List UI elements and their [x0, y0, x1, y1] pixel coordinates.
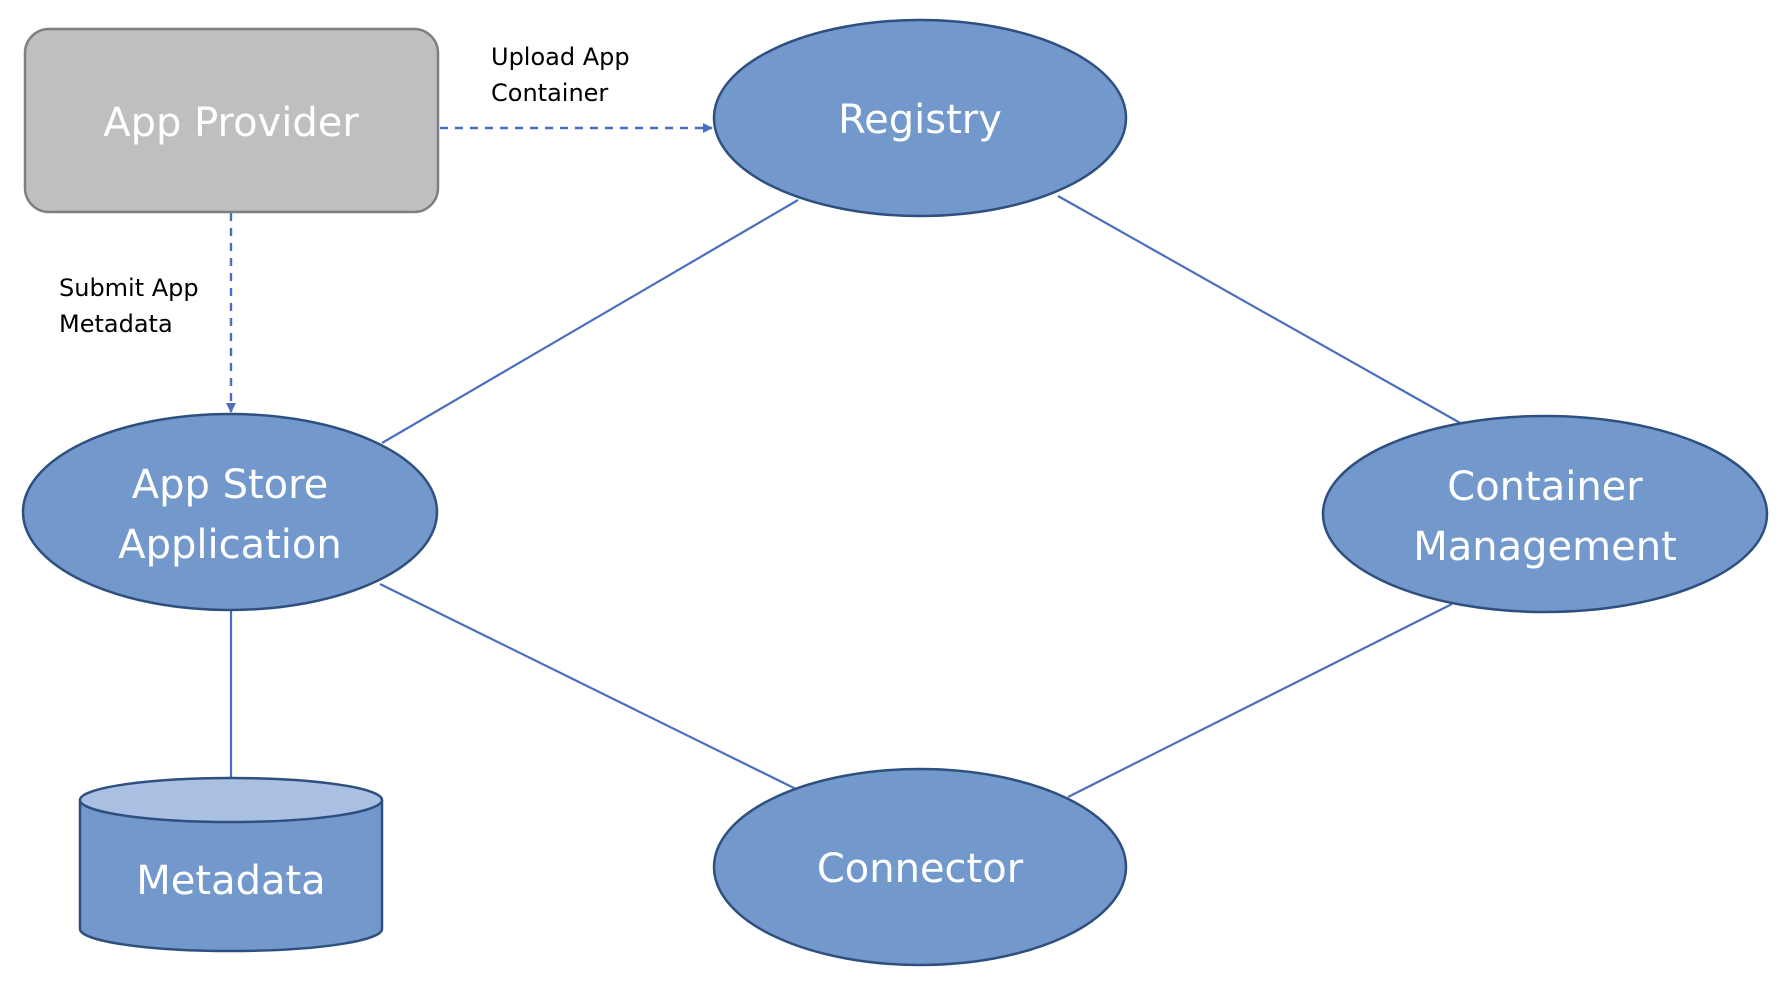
container-management-label-line2: Management — [1413, 524, 1677, 570]
app-provider-label: App Provider — [103, 100, 359, 146]
submit-label-line1: Submit App — [59, 274, 199, 302]
submit-label-line2: Metadata — [59, 310, 173, 338]
container-management-ellipse — [1321, 414, 1769, 614]
link-registry-container-management — [1057, 195, 1463, 425]
metadata-cylinder-body — [78, 800, 384, 953]
metadata-label: Metadata — [136, 858, 325, 904]
connector-ellipse — [712, 767, 1128, 967]
connector-label: Connector — [817, 846, 1024, 892]
upload-label-line2: Container — [491, 79, 608, 107]
registry-ellipse — [712, 18, 1128, 218]
link-appstore-registry — [381, 199, 799, 444]
app-store-label-line2: Application — [118, 522, 342, 568]
link-connector-container-management — [1067, 603, 1453, 798]
metadata-cylinder-top — [78, 776, 384, 824]
metadata-node[interactable]: Metadata — [78, 776, 384, 953]
container-management-label-line1: Container — [1447, 464, 1643, 510]
container-management-node[interactable]: Container Management — [1321, 414, 1769, 614]
app-provider-node[interactable]: App Provider — [23, 27, 440, 214]
upload-label-line1: Upload App — [491, 43, 630, 71]
app-provider-box — [23, 27, 440, 214]
registry-node[interactable]: Registry — [712, 18, 1128, 218]
link-appstore-connector — [379, 583, 799, 791]
registry-label: Registry — [838, 97, 1002, 143]
connector-node[interactable]: Connector — [712, 767, 1128, 967]
app-store-ellipse — [21, 412, 439, 612]
app-store-node[interactable]: App Store Application — [21, 412, 439, 612]
app-store-label-line1: App Store — [132, 462, 329, 508]
